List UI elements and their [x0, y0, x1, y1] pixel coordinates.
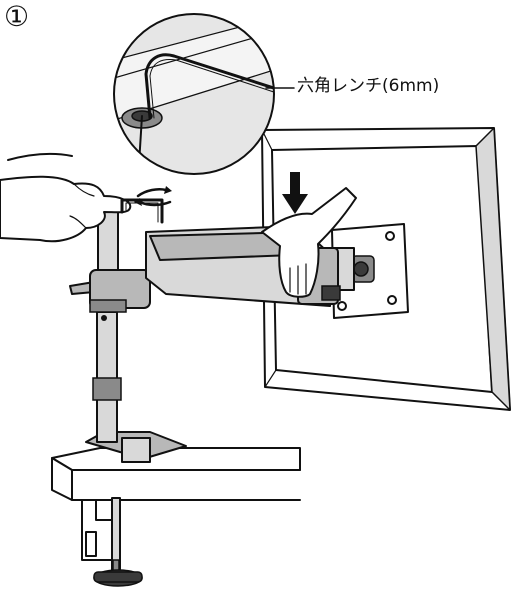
right-hand	[261, 187, 357, 298]
arm-joint	[69, 269, 151, 321]
detail-magnifier	[113, 13, 295, 175]
rotate-arrows-icon	[134, 186, 172, 207]
desk	[51, 447, 301, 501]
step-number: ①	[4, 0, 30, 33]
tool-label: 六角レンチ(6mm)	[297, 76, 440, 96]
left-hand	[0, 152, 132, 243]
down-arrow-icon	[282, 172, 308, 214]
pole	[92, 196, 122, 443]
